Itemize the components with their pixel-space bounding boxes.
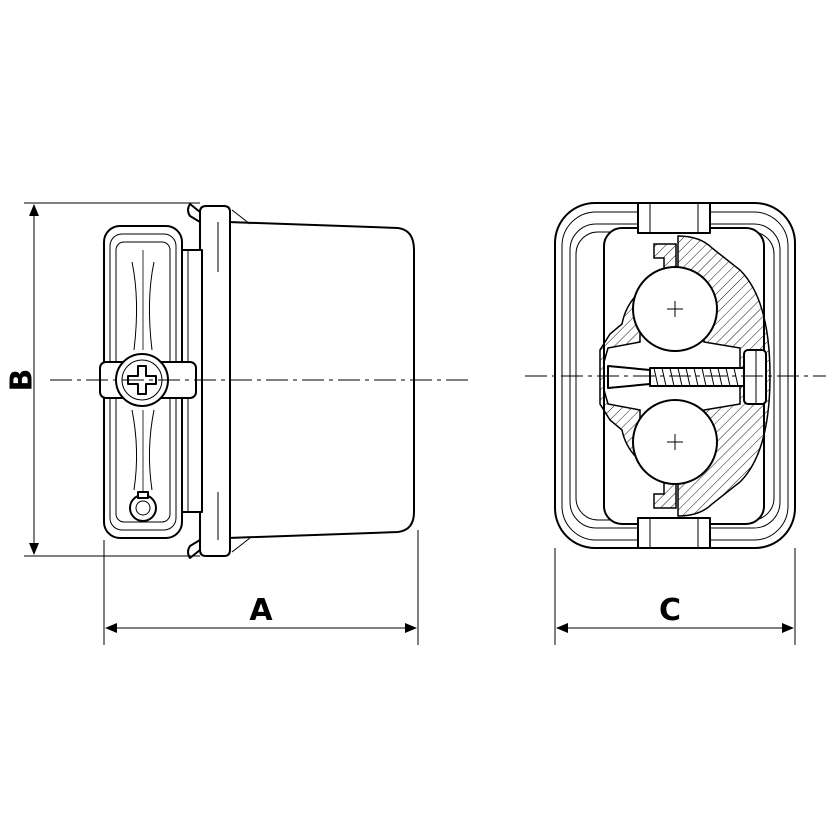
dimension-a-label: A <box>249 593 273 628</box>
dimension-b-label: B <box>5 369 40 392</box>
extension-lines <box>24 202 796 645</box>
front-view-bottom-latch <box>637 517 711 549</box>
side-view-flange <box>199 205 231 557</box>
front-view-screw-thread <box>653 367 739 387</box>
front-view-top-latch <box>637 202 711 234</box>
front-view-screw-head <box>743 349 767 405</box>
dimension-c-label: C <box>659 593 681 628</box>
front-section-view <box>554 202 796 549</box>
side-view-top-clip <box>187 203 201 223</box>
phillips-cross-icon <box>127 365 157 395</box>
side-view-bottom-clip <box>187 539 201 559</box>
side-view <box>99 203 415 559</box>
